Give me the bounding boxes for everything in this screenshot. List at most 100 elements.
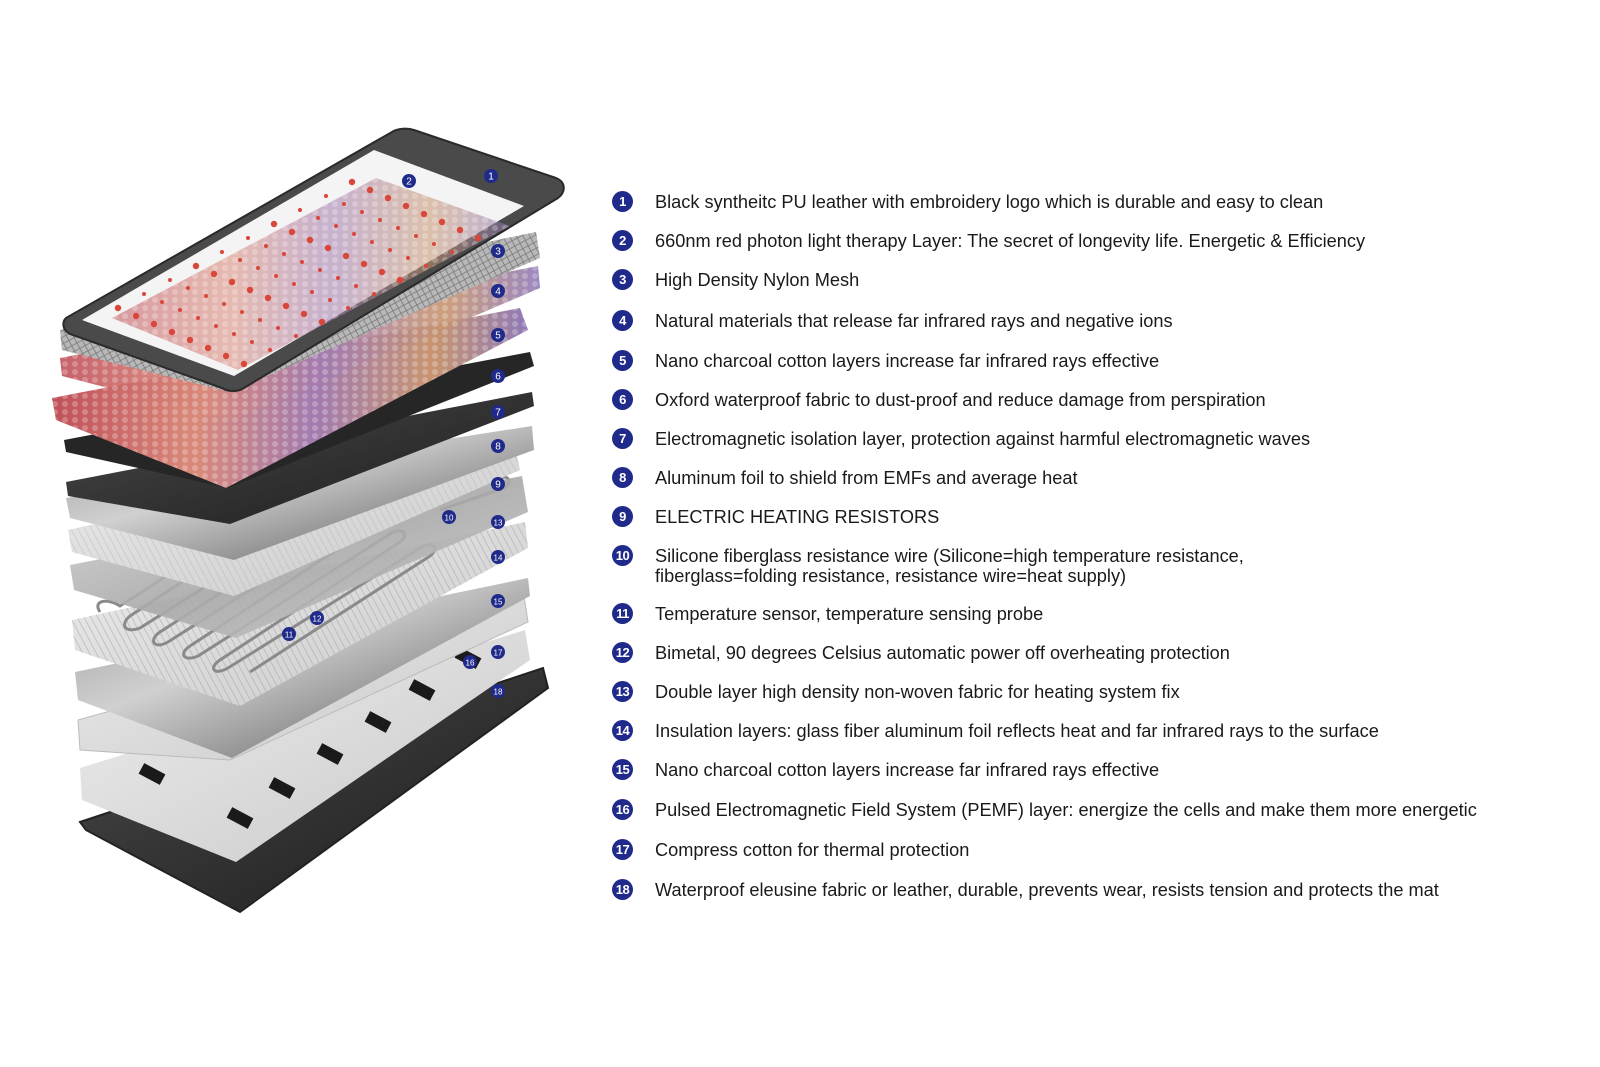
red-led-dot (316, 216, 320, 220)
red-led-dot (192, 262, 200, 270)
red-led-dot (450, 250, 454, 254)
red-led-dot (432, 242, 436, 246)
red-led-dot (256, 266, 260, 270)
red-led-dot (324, 244, 332, 252)
red-led-dot (132, 312, 140, 320)
diagram-badge-5: 5 (491, 328, 505, 342)
legend-number-badge: 18 (612, 879, 633, 900)
red-led-dot (210, 270, 218, 278)
legend-number-badge: 9 (612, 506, 633, 527)
svg-text:12: 12 (313, 615, 322, 624)
red-led-dot (318, 318, 326, 326)
red-led-dot (232, 332, 236, 336)
red-led-dot (268, 348, 272, 352)
red-led-dot (414, 234, 418, 238)
diagram-badge-17: 17 (491, 645, 505, 659)
red-led-dot (258, 318, 262, 322)
svg-text:3: 3 (495, 247, 501, 258)
legend-number-badge: 15 (612, 759, 633, 780)
red-led-dot (228, 278, 236, 286)
diagram-badge-13: 13 (491, 515, 505, 529)
red-led-dot (220, 250, 224, 254)
legend-item: 10 Silicone fiberglass resistance wire (S… (612, 545, 1244, 586)
red-led-dot (388, 248, 392, 252)
legend-text: 660nm red photon light therapy Layer: Th… (655, 231, 1366, 251)
legend-number-badge: 7 (612, 428, 633, 449)
red-led-dot (334, 224, 338, 228)
diagram-badge-7: 7 (491, 405, 505, 419)
diagram-badge-10: 10 (442, 510, 456, 524)
red-led-dot (360, 260, 368, 268)
legend-number-badge: 6 (612, 389, 633, 410)
svg-text:15: 15 (494, 598, 503, 607)
svg-text:2: 2 (406, 177, 412, 188)
legend-number-badge: 17 (612, 839, 633, 860)
legend-number-badge: 1 (612, 191, 633, 212)
red-led-dot (298, 208, 302, 212)
red-led-dot (342, 202, 346, 206)
red-led-dot (186, 286, 190, 290)
red-led-dot (214, 324, 218, 328)
legend-text: Silicone fiberglass resistance wire (Sil… (655, 546, 1244, 586)
svg-text:6: 6 (495, 372, 501, 383)
legend-number-badge: 12 (612, 642, 633, 663)
red-led-dot (396, 276, 404, 284)
legend-text: Electromagnetic isolation layer, protect… (655, 429, 1311, 449)
red-led-dot (310, 290, 314, 294)
svg-text:17: 17 (494, 649, 503, 658)
svg-text:11: 11 (285, 631, 294, 640)
red-led-dot (384, 194, 392, 202)
svg-text:4: 4 (495, 287, 501, 298)
red-led-dot (178, 308, 182, 312)
svg-text:8: 8 (495, 442, 501, 453)
legend-number-badge: 5 (612, 350, 633, 371)
red-led-dot (222, 302, 226, 306)
svg-text:18: 18 (494, 688, 503, 697)
legend-item: 2 660nm red photon light therapy Layer: T… (612, 230, 1366, 251)
red-led-dot (366, 186, 374, 194)
legend-text: High Density Nylon Mesh (655, 270, 860, 290)
red-led-dot (204, 294, 208, 298)
red-led-dot (114, 304, 122, 312)
red-led-dot (142, 292, 146, 296)
red-led-dot (328, 298, 332, 302)
layer-02-red-light (112, 178, 510, 370)
red-led-dots (114, 178, 482, 368)
legend-number-badge: 4 (612, 310, 633, 331)
legend-number-badge: 11 (612, 603, 633, 624)
red-led-dot (196, 316, 200, 320)
legend-text: Insulation layers: glass fiber aluminum … (655, 721, 1379, 741)
red-led-dot (246, 236, 250, 240)
legend-number-badge: 2 (612, 230, 633, 251)
red-led-dot (270, 220, 278, 228)
red-led-dot (378, 218, 382, 222)
red-led-dot (294, 334, 298, 338)
red-led-dot (360, 210, 364, 214)
red-led-dot (238, 258, 242, 262)
red-led-dot (474, 234, 482, 242)
diagram-badge-1: 1 (484, 169, 498, 183)
legend-text: Double layer high density non-woven fabr… (655, 682, 1180, 702)
legend-item: 7 Electromagnetic isolation layer, protec… (612, 428, 1311, 449)
legend-number-badge: 10 (612, 545, 633, 566)
legend-text: Nano charcoal cotton layers increase far… (655, 760, 1160, 780)
legend-number-badge: 8 (612, 467, 633, 488)
diagram-badge-4: 4 (491, 284, 505, 298)
red-led-dot (240, 310, 244, 314)
red-led-dot (354, 284, 358, 288)
legend-number-badge: 3 (612, 269, 633, 290)
red-led-dot (348, 178, 356, 186)
red-led-dot (318, 268, 322, 272)
legend-text: Aluminum foil to shield from EMFs and av… (655, 468, 1078, 488)
red-led-dot (204, 344, 212, 352)
legend-item: 8 Aluminum foil to shield from EMFs and a… (612, 467, 1078, 488)
red-led-dot (282, 252, 286, 256)
svg-text:7: 7 (495, 408, 501, 419)
